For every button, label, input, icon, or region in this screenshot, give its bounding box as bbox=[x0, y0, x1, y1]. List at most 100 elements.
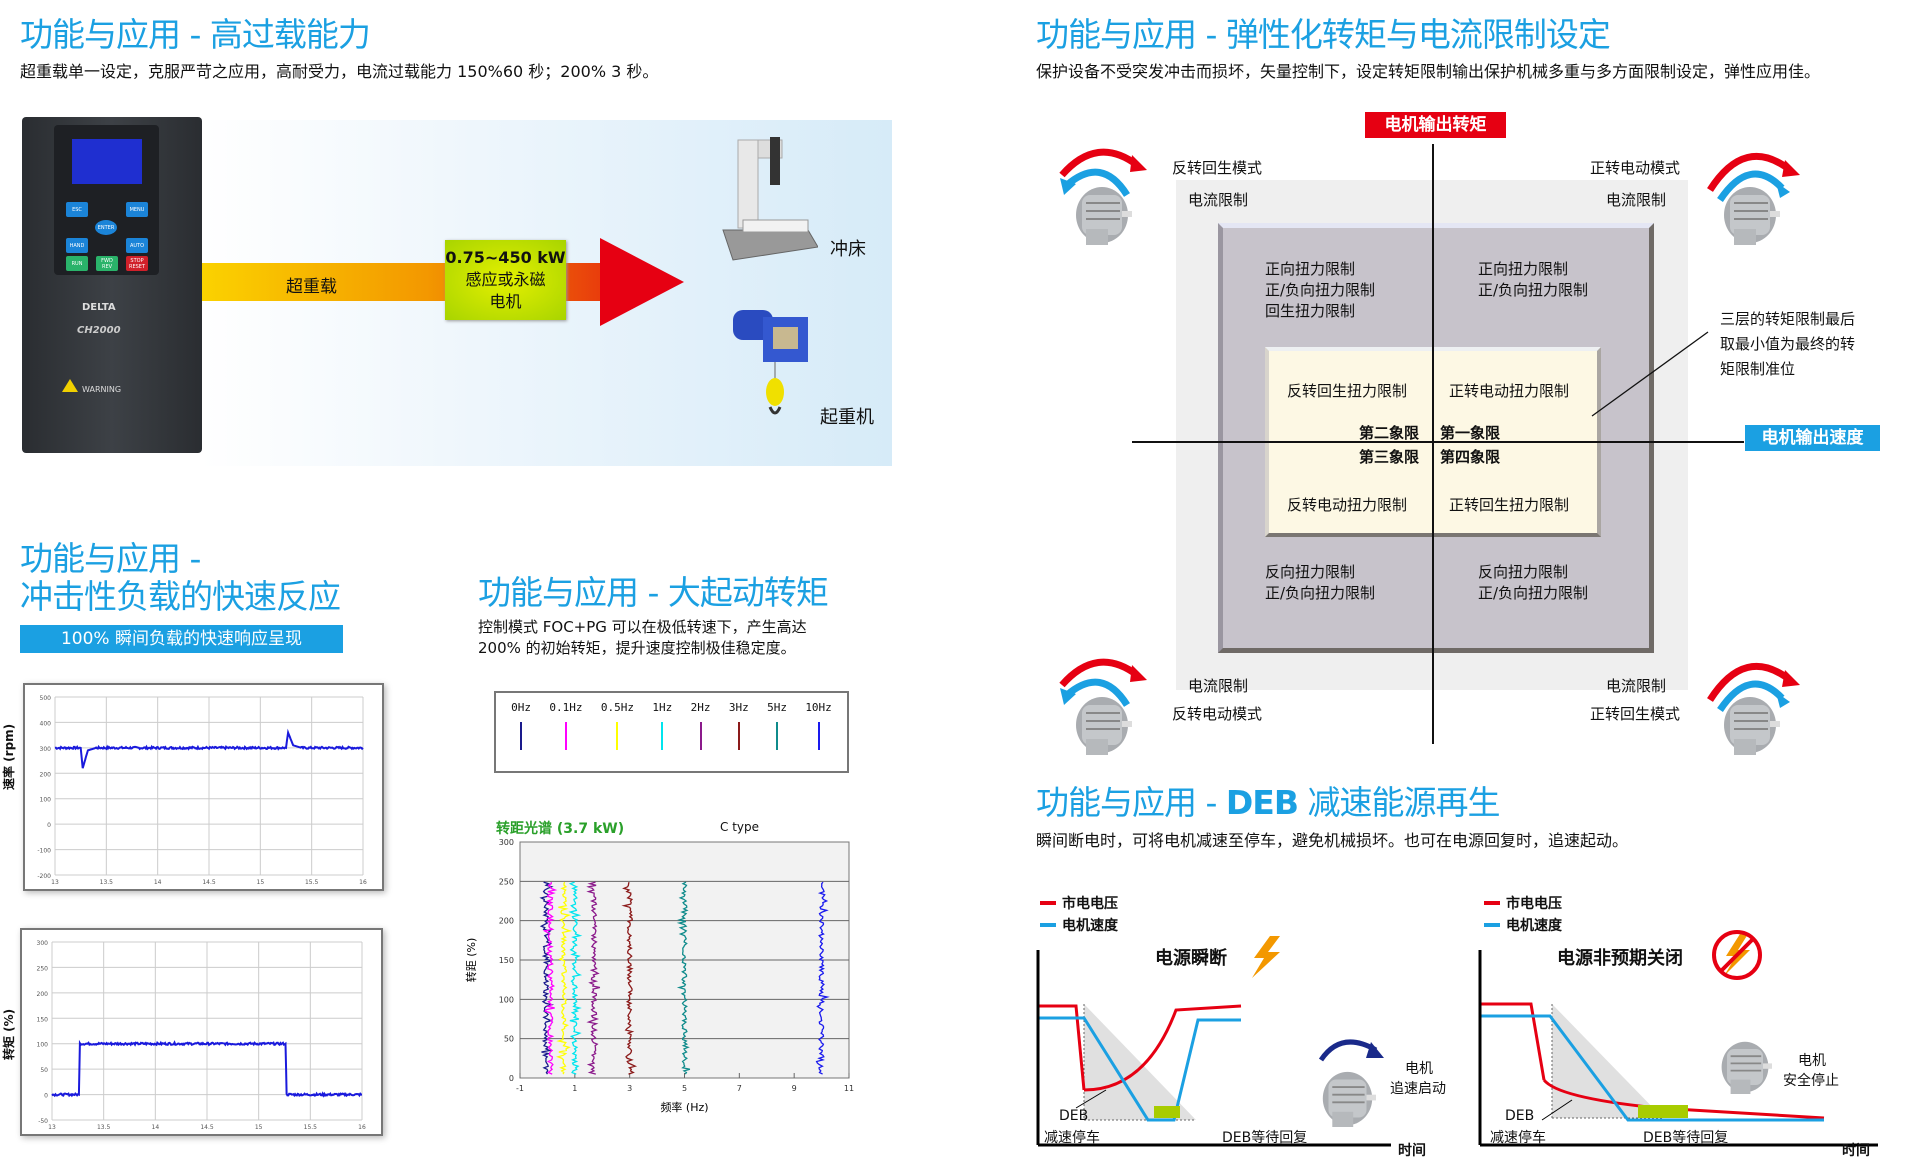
app-crane-label: 起重机 bbox=[820, 407, 874, 428]
deb-right-wait: DEB等待回复 bbox=[1643, 1130, 1729, 1146]
y-tick-label: 200 bbox=[40, 771, 52, 778]
voltage-legend-swatch bbox=[1484, 901, 1500, 905]
legend-item: 0.1Hz bbox=[549, 701, 583, 750]
deb-left-motor-line2: 追速启动 bbox=[1390, 1081, 1446, 1097]
y-tick-label: 0 bbox=[44, 1093, 48, 1100]
x-tick-label: 9 bbox=[792, 1084, 797, 1093]
key-stop-reset: STOP RESET bbox=[126, 256, 148, 271]
x-tick-label: 14 bbox=[152, 1124, 160, 1131]
limit-text: 正向扭力限制 bbox=[1265, 260, 1356, 278]
legend-label: 0Hz bbox=[511, 701, 532, 714]
voltage-legend-swatch bbox=[1040, 901, 1056, 905]
torque-limit-title: 功能与应用 - 弹性化转矩与电流限制设定 bbox=[1036, 15, 1611, 54]
torque-axis-label: 转矩 (%) bbox=[2, 1008, 16, 1060]
spectrum-series-2Hz bbox=[586, 881, 601, 1075]
quadrant-4: 第四象限 bbox=[1440, 448, 1501, 466]
y-tick-label: 300 bbox=[40, 746, 52, 753]
startup-desc-line1: 控制模式 FOC+PG 可以在极低转速下，产生高达 bbox=[478, 618, 807, 636]
deb-left-title: 电源瞬断 bbox=[1155, 948, 1227, 969]
deb-right-deb: DEB bbox=[1505, 1108, 1535, 1124]
inner-limit-q2: 反转回生扭力限制 bbox=[1287, 382, 1408, 400]
y-tick-label: 50 bbox=[504, 1035, 514, 1044]
y-tick-label: 200 bbox=[37, 991, 49, 998]
x-tick-label: 14.5 bbox=[202, 879, 216, 886]
motor-power-range: 0.75~450 kW bbox=[445, 248, 566, 267]
deb-left-decel: 减速停车 bbox=[1044, 1130, 1100, 1146]
legend-item: 1Hz bbox=[652, 701, 672, 750]
y-tick-label: 100 bbox=[499, 995, 514, 1004]
legend-label: 2Hz bbox=[690, 701, 711, 714]
spectrum-series-5Hz bbox=[676, 881, 691, 1075]
x-tick-label: 14.5 bbox=[200, 1124, 214, 1131]
app-press-label: 冲床 bbox=[830, 239, 866, 260]
overload-arrow-head bbox=[600, 238, 684, 326]
deb-left-diagram bbox=[1036, 950, 1391, 1147]
motor-spec-box: 0.75~450 kW 感应或永磁 电机 bbox=[445, 240, 566, 320]
deb-left-wait: DEB等待回复 bbox=[1222, 1130, 1308, 1146]
limit-text: 反向扭力限制 bbox=[1265, 563, 1356, 581]
spectrum-series-10Hz bbox=[815, 881, 830, 1075]
inverter-display bbox=[72, 139, 142, 184]
legend-swatch bbox=[616, 722, 619, 750]
x-tick-label: 3 bbox=[627, 1084, 632, 1093]
deb-right-title: 电源非预期关闭 bbox=[1557, 948, 1683, 969]
y-tick-label: 0 bbox=[509, 1074, 514, 1083]
x-tick-label: 15.5 bbox=[304, 1124, 318, 1131]
mode-reverse-motoring: 反转电动模式 bbox=[1172, 705, 1263, 723]
inverter-brand: DELTA bbox=[82, 302, 116, 313]
legend-item: 10Hz bbox=[805, 701, 832, 750]
outer-limits-q4: 反向扭力限制 正/负向扭力限制 bbox=[1478, 562, 1588, 604]
speed-axis-label: 电机输出速度 bbox=[1745, 425, 1880, 451]
x-tick-label: -1 bbox=[516, 1084, 524, 1093]
legend-swatch bbox=[520, 722, 523, 750]
note-line: 矩限制准位 bbox=[1720, 360, 1796, 378]
x-tick-label: 1 bbox=[572, 1084, 577, 1093]
y-tick-label: 50 bbox=[40, 1067, 48, 1074]
legend-item: 0Hz bbox=[511, 701, 531, 750]
legend-swatch bbox=[564, 722, 567, 750]
key-enter: ENTER bbox=[95, 220, 117, 235]
y-tick-label: 200 bbox=[499, 917, 514, 926]
y-tick-label: 250 bbox=[37, 965, 49, 972]
y-axis-label: 转距 (%) bbox=[464, 938, 478, 983]
legend-item: 3Hz bbox=[729, 701, 749, 750]
x-tick-label: 16 bbox=[358, 1124, 366, 1131]
limit-text: 正/负向扭力限制 bbox=[1265, 584, 1376, 602]
legend-speed: 电机速度 bbox=[1062, 918, 1118, 934]
legend-item: 0.5Hz bbox=[601, 701, 634, 750]
series-line bbox=[51, 1039, 363, 1098]
y-tick-label: 300 bbox=[499, 838, 514, 847]
y-tick-label: 0 bbox=[47, 822, 51, 829]
startup-desc-line2: 200% 的初始转矩，提升速度控制极佳稳定度。 bbox=[478, 639, 796, 657]
legend-label: 10Hz bbox=[805, 701, 832, 714]
x-tick-label: 15.5 bbox=[305, 879, 319, 886]
legend-label: 0.1Hz bbox=[549, 701, 583, 714]
quadrant-1: 第一象限 bbox=[1440, 424, 1501, 442]
motor-reverse-motoring-icon bbox=[1052, 650, 1172, 760]
deb-title: 功能与应用 - DEB 减速能源再生 bbox=[1036, 776, 1500, 824]
deb-description: 瞬间断电时，可将电机减速至停车，避免机械损坏。也可在电源回复时，追速起动。 bbox=[1036, 831, 1629, 850]
key-fwd-rev: FWD REV bbox=[96, 256, 118, 271]
legend-label: 5Hz bbox=[767, 701, 787, 714]
keypad: ESC MENU ENTER HAND AUTO RUN FWD REV STO… bbox=[66, 192, 150, 274]
y-tick-label: 250 bbox=[499, 877, 514, 886]
spectrum-series-0Hz bbox=[539, 881, 555, 1075]
inverter-warning: WARNING bbox=[82, 385, 122, 394]
legend-item: 2Hz bbox=[690, 701, 711, 750]
speed-axis-label: 速率 (rpm) bbox=[2, 723, 16, 790]
no-power-icon bbox=[1712, 930, 1762, 980]
spectrum-series-0.1Hz bbox=[542, 882, 558, 1075]
legend-swatch bbox=[699, 722, 702, 750]
note-pointer-line bbox=[1591, 331, 1709, 417]
deb-right-motor-line2: 安全停止 bbox=[1783, 1073, 1839, 1089]
legend-voltage: 市电电压 bbox=[1062, 896, 1118, 912]
limit-text: 正向扭力限制 bbox=[1478, 260, 1569, 278]
legend-label: 0.5Hz bbox=[600, 701, 635, 714]
x-tick-label: 11 bbox=[844, 1084, 854, 1093]
frequency-legend: 0Hz 0.1Hz 0.5Hz 1Hz 2Hz 3Hz 5Hz 10Hz bbox=[494, 691, 849, 773]
deb-title-suffix: 减速能源再生 bbox=[1297, 783, 1500, 822]
spectrum-series-3Hz bbox=[621, 881, 638, 1075]
note-line: 取最小值为最终的转 bbox=[1720, 335, 1856, 353]
